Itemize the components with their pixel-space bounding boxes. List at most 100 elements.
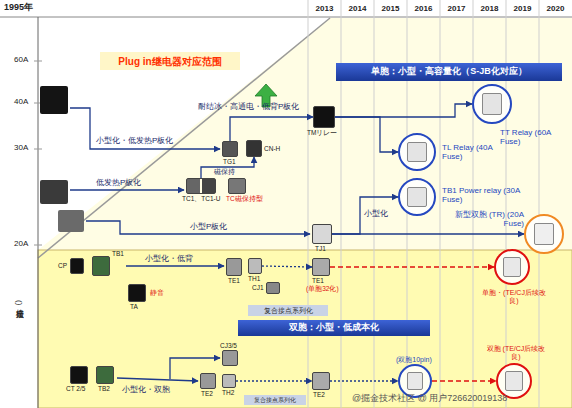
year-label: 2018 (473, 5, 506, 14)
part-label: TE1 (228, 277, 240, 284)
relay-circle: 新型双胞 (TR) (20A Fuse) (524, 214, 564, 254)
arrow-label: 小型P板化 (190, 223, 227, 232)
relay-icon (312, 258, 330, 276)
part-label: TT Relay (60A Fuse) (500, 128, 556, 146)
relay-part: TE2 (312, 372, 330, 390)
year-label: 2015 (374, 5, 407, 14)
relay-icon (200, 373, 216, 389)
part-label: TG1 (223, 158, 236, 165)
box-text: 复合接点系列化 (264, 307, 313, 314)
trend-arrow (230, 117, 313, 141)
trend-arrow (262, 266, 312, 267)
box-text: 复合接点系列化 (254, 397, 296, 404)
axis-tick: 30A (14, 144, 28, 153)
relay-icon (246, 140, 262, 157)
axis-tick: 60A (14, 56, 28, 65)
arrow-label: 小型化 (364, 210, 388, 219)
part-label: TH1 (248, 275, 260, 282)
year-label: 1995年 (4, 3, 33, 13)
relay-icon (407, 372, 424, 390)
relay-symbol (40, 180, 68, 204)
part-label: TE2 (313, 391, 325, 398)
relay-icon (70, 366, 88, 384)
relay-icon (313, 106, 335, 128)
part-label: CN-H (264, 145, 280, 152)
relay-icon (96, 366, 114, 384)
relay-circle: TL Relay (40A Fuse) (398, 133, 436, 171)
year-label: 2016 (407, 5, 440, 14)
relay-symbol (40, 86, 68, 114)
axis-tick: 20A (14, 240, 28, 249)
relay-icon (534, 223, 554, 245)
header-line (0, 17, 572, 18)
relay-icon (92, 256, 110, 276)
part-label: CJ3/5 (220, 342, 237, 349)
arrow-label: 耐结冰・高通电・低背P板化 (198, 103, 299, 112)
relay-icon (222, 141, 238, 157)
arrow-label: 小型化・低背 (145, 255, 193, 264)
relay-icon (505, 371, 523, 390)
range-diagonal (38, 18, 330, 258)
trend-arrow (330, 380, 398, 381)
evolution-arrows (70, 108, 310, 381)
relay-part: TJ1 (312, 224, 332, 244)
relay-part: TG1 (222, 141, 238, 157)
relay-part: TH2 (222, 374, 236, 388)
axis-title: (接点定格) (14, 300, 23, 305)
part-label: TB2 (98, 385, 110, 392)
relay-icon (226, 258, 242, 276)
evolution-arrow (70, 189, 184, 190)
part-label: TE2 (201, 390, 213, 397)
year-label: 2020 (539, 5, 572, 14)
relay-icon (228, 178, 246, 194)
arrow-label: 小型化・低发热P板化 (96, 137, 173, 146)
axis-tick: 40A (14, 98, 28, 107)
part-label: 双胞 (TE/CJ后续改良) (483, 345, 549, 361)
relay-part: CP (70, 258, 84, 274)
year-label: 2014 (341, 5, 374, 14)
relay-part: TB1 (92, 256, 110, 276)
part-label: TB1 (112, 250, 124, 257)
part-label: 新型双胞 (TR) (20A Fuse) (452, 210, 524, 228)
part-label: TL Relay (40A Fuse) (442, 143, 498, 161)
evolution-arrow (86, 221, 310, 234)
relay-part: TC1、TC1-U (186, 178, 216, 194)
trend-band: 单胞：小型・高容量化（S-JB化对应） (336, 63, 562, 81)
relay-icon (503, 257, 521, 276)
trend-arrow (432, 380, 496, 381)
relay-part: CT 2/5 (70, 366, 88, 384)
part-label: TMリレー (307, 129, 337, 136)
range-box: Plug in继电器对应范围 (100, 52, 240, 70)
evolution-arrow (70, 108, 220, 149)
low-current-area (38, 250, 572, 408)
evolution-arrow (117, 378, 198, 381)
trend-arrow (332, 233, 524, 234)
relay-part: TE1 (226, 258, 242, 276)
relay-icon (248, 258, 262, 274)
relay-part: TE2 (200, 373, 216, 389)
part-label: 静音 (150, 289, 164, 296)
part-label: CJ1 (252, 284, 264, 291)
relay-icon (222, 350, 238, 366)
trend-arrow (335, 117, 398, 152)
relay-part: CJ3/5 (222, 350, 238, 366)
arrow-label: 磁保持 (214, 168, 235, 176)
part-label: (单胞32化) (306, 285, 339, 292)
arrow-label: 低发热P板化 (96, 179, 141, 188)
relay-icon (222, 374, 236, 388)
trend-arrow (332, 197, 398, 234)
part-label: TA (130, 303, 138, 310)
relay-icon (407, 142, 426, 162)
series-box: 复合接点系列化 (244, 395, 306, 405)
relay-part: CN-H (246, 140, 262, 157)
relay-icon (70, 258, 84, 274)
box-text: Plug in继电器对应范围 (118, 56, 221, 67)
relay-part: TB2 (96, 366, 114, 384)
trend-arrow (236, 380, 312, 381)
part-label: TJ1 (315, 245, 326, 252)
part-label: 单胞・(TE/CJ后续改良) (481, 289, 547, 305)
part-label: CT 2/5 (66, 385, 85, 392)
